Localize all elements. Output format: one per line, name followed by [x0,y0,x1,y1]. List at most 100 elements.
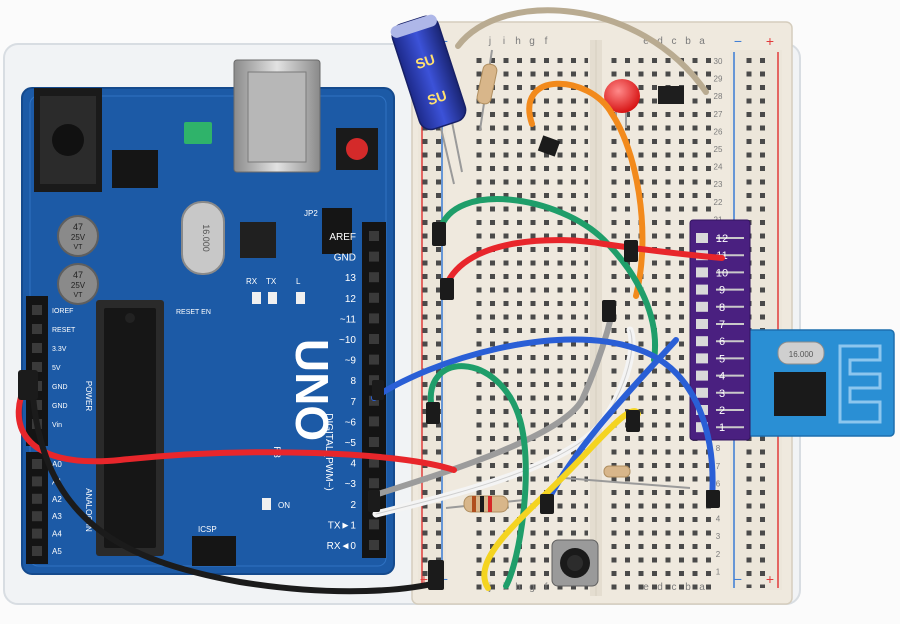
tx-silk-label: TX [266,277,277,286]
breadboard-column-label: h [515,582,521,593]
jumper-black-ground [29,381,443,595]
power-pin-socket[interactable] [32,362,42,372]
analog-pin-socket[interactable] [32,546,42,556]
analog-pin-socket[interactable] [32,511,42,522]
power-pin-label: 5V [52,365,61,372]
l-silk-label: L [296,277,301,286]
board-crystal: 16.000 [181,201,225,275]
breadboard-row-number: 22 [714,198,723,207]
digital-pin-socket[interactable] [369,251,379,262]
svg-text:25V: 25V [71,233,86,242]
rail-plus-sign: + [766,33,774,49]
breadboard-row-number: 27 [714,110,723,119]
breadboard-row-number: 29 [714,75,723,84]
digital-pin-socket[interactable] [369,478,379,489]
breadboard-row-number: 2 [716,550,721,559]
red-led [604,79,640,128]
svg-text:VT: VT [74,244,84,251]
adapter-pin-number: 8 [719,302,725,314]
jumper-blue-right [371,336,716,503]
adapter-pin-number: 12 [716,233,728,245]
jumper-red-power [15,377,457,473]
wire-end-connector [658,86,684,104]
resistor-bottom-left [445,495,525,513]
rx-silk-label: RX [246,277,258,286]
power-silk-label: POWER [84,381,93,411]
push-button[interactable] [551,539,599,587]
analog-pin-socket[interactable] [32,459,42,469]
svg-text:SU: SU [413,51,436,72]
analog-pin-label: A2 [52,495,62,504]
adapter-pin-number: 9 [719,285,725,297]
digital-pin-socket[interactable] [369,231,379,241]
reset-en-silk-label: RESET EN [176,309,211,316]
breadboard-row-number: 30 [714,57,723,66]
digital-pin-socket[interactable] [369,334,379,344]
digital-pin-socket[interactable] [369,292,379,303]
breadboard-column-label: a [699,582,705,593]
digital-pin-label: ~3 [345,479,357,490]
digital-pin-label: ~9 [345,356,357,367]
power-pin-socket[interactable] [32,305,42,315]
digital-pin-socket[interactable] [369,313,379,324]
usb-b-connector [233,59,321,173]
small-transistor [537,135,561,157]
reset-button[interactable] [336,128,378,170]
digital-pin-label: RX◄0 [327,541,357,552]
analog-silk-label: ANALOG IN [84,488,93,532]
analog-pin-socket[interactable] [32,493,42,504]
power-pin-label: 3.3V [52,346,67,353]
digital-pin-socket[interactable] [369,457,379,468]
adapter-pin-number: 5 [719,353,725,365]
power-pin-socket[interactable] [32,400,42,410]
digital-pin-label: 12 [345,294,357,305]
breadboard-column-label: g [529,582,535,593]
adapter-pin-number: 7 [719,319,725,331]
breadboard-row-number: 3 [716,532,721,541]
dc-power-jack [34,88,102,192]
digital-pin-label: 7 [350,397,356,408]
resistor-top [476,49,498,131]
adapter-pin [696,233,708,243]
svg-text:16.000: 16.000 [201,224,211,252]
power-pin-socket[interactable] [32,324,42,334]
power-pin-label: Vin [52,422,62,429]
breadboard-row-number: 25 [714,145,723,154]
svg-text:47: 47 [73,222,83,232]
digital-pin-socket[interactable] [369,416,379,427]
power-pin-label: GND [52,403,68,410]
analog-pin-socket[interactable] [32,476,42,487]
digital-pin-socket[interactable] [369,272,379,283]
breadboard-column-label: g [529,36,535,47]
adapter-pin [696,336,708,347]
digital-pin-label: AREF [329,232,356,243]
adapter-pin-number: 1 [719,422,725,434]
adapter-pin [696,319,708,329]
board-capacitor-2: 47 25V VT [57,263,99,305]
analog-pin-socket[interactable] [32,528,42,539]
breadboard-column-label: b [685,36,691,47]
digital-pin-socket[interactable] [369,540,379,550]
breadboard-column-label: c [672,582,677,593]
breadboard-column-label: e [643,582,649,593]
digital-pin-socket[interactable] [369,519,379,530]
breadboard-column-label: f [545,36,548,47]
nrf24-radio-module: 16.000 [727,329,895,437]
breadboard-column-label: h [515,36,521,47]
atmega-chip [96,300,164,556]
icsp-header-top: JP2 [304,208,352,254]
jumper-green-top [437,196,658,363]
tx-led [252,292,261,304]
power-pin-socket[interactable] [32,343,42,353]
rail-plus-sign: + [420,571,428,587]
digital-pin-socket[interactable] [369,437,379,447]
rail-minus-sign: − [734,571,742,587]
breadboard-column-label: d [657,36,663,47]
l-led [296,292,305,304]
breadboard-column-label: i [503,36,505,47]
digital-pin-socket[interactable] [369,354,379,365]
on-led [262,498,271,510]
polyfuse [184,122,212,144]
